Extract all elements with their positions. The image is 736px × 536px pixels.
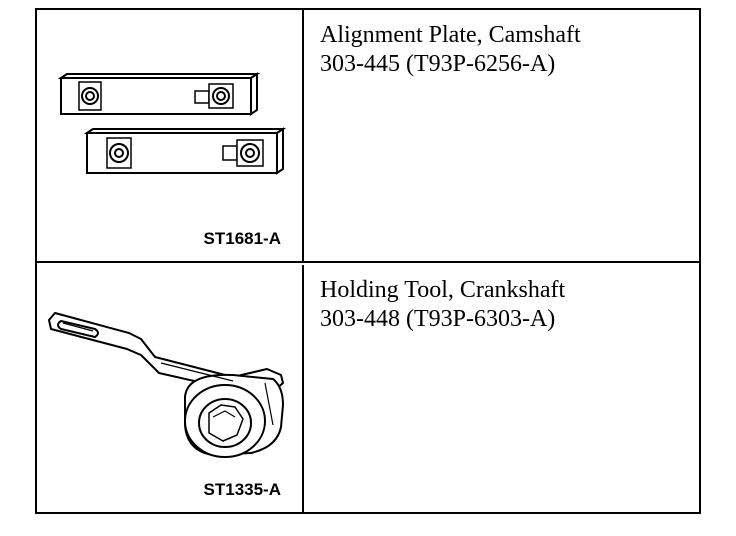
tool-number: 303-445 (T93P-6256-A)	[320, 51, 556, 77]
illustration-cell: ST1681-A	[37, 10, 304, 261]
tool-number: 303-448 (T93P-6303-A)	[320, 306, 556, 332]
table-row: ST1335-A Holding Tool, Crankshaft 303-44…	[37, 265, 699, 512]
alignment-plate-lower	[83, 127, 287, 175]
description-cell: Holding Tool, Crankshaft 303-448 (T93P-6…	[306, 265, 699, 512]
holding-tool-illustration	[48, 312, 284, 458]
alignment-plate-illustration	[57, 72, 287, 175]
table-row: ST1681-A Alignment Plate, Camshaft 303-4…	[37, 10, 699, 263]
alignment-plate-upper	[57, 72, 261, 116]
crankshaft-holding-tool	[48, 312, 284, 458]
tool-name: Alignment Plate, Camshaft	[320, 22, 581, 48]
description-cell: Alignment Plate, Camshaft 303-445 (T93P-…	[306, 10, 699, 261]
tool-name: Holding Tool, Crankshaft	[320, 277, 566, 303]
illustration-cell: ST1335-A	[37, 265, 304, 512]
figure-code: ST1681-A	[203, 229, 281, 248]
figure-code: ST1335-A	[203, 480, 281, 499]
special-tools-table: ST1681-A Alignment Plate, Camshaft 303-4…	[35, 8, 701, 514]
